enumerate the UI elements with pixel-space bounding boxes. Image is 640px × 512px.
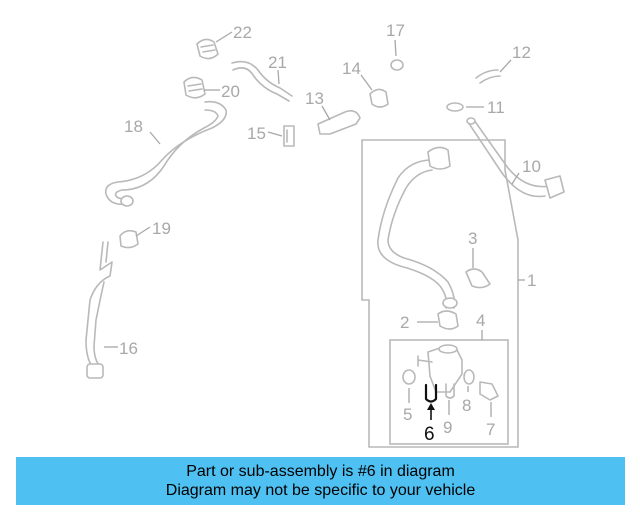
callout-1: 1	[527, 271, 536, 290]
part-11-oring[interactable]	[446, 102, 464, 112]
part-2-clamp[interactable]	[437, 310, 459, 330]
callout-14: 14	[342, 59, 361, 78]
callout-22: 22	[233, 23, 252, 42]
part-21-hose[interactable]	[231, 60, 293, 102]
info-banner: Part or sub-assembly is #6 in diagram Di…	[16, 457, 625, 505]
part-18-hose[interactable]	[104, 100, 228, 207]
part-7-sensor[interactable]	[479, 381, 499, 401]
callout-2: 2	[400, 313, 409, 332]
part-9-clip[interactable]	[445, 383, 455, 399]
part-15-sensor[interactable]	[283, 125, 295, 147]
callout-5: 5	[403, 405, 412, 424]
main-hose[interactable]	[377, 146, 458, 309]
part-17-oring[interactable]	[390, 59, 404, 71]
callout-18: 18	[124, 117, 143, 136]
callout-6: 6	[424, 424, 435, 445]
callout-9: 9	[443, 418, 452, 437]
part-6-clip[interactable]	[424, 383, 438, 403]
callout-13: 13	[305, 89, 324, 108]
parts-diagram: 22 21 20 18 19 16 17 14 13 15 12 11 10 3…	[85, 21, 565, 448]
callout-19: 19	[152, 219, 171, 238]
part-10-pipe[interactable]	[466, 117, 565, 199]
thermostat-housing[interactable]	[417, 344, 463, 393]
part-3-clamp[interactable]	[465, 268, 491, 289]
part-13-hose[interactable]	[317, 110, 361, 135]
part-5-oring[interactable]	[402, 369, 416, 385]
part-8-oring[interactable]	[463, 369, 475, 385]
callout-17: 17	[386, 21, 405, 40]
callout-20: 20	[221, 82, 240, 101]
callout-21: 21	[268, 53, 287, 72]
part-19-clamp[interactable]	[119, 229, 139, 249]
part-14-clamp[interactable]	[369, 88, 389, 108]
callout-12: 12	[512, 43, 531, 62]
part-16-pipe[interactable]	[85, 241, 113, 379]
banner-line-2: Diagram may not be specific to your vehi…	[165, 482, 476, 499]
callout-8: 8	[462, 396, 471, 415]
callout-15: 15	[247, 124, 266, 143]
part-20-clamp[interactable]	[183, 76, 206, 99]
callout-4: 4	[476, 311, 485, 330]
callout-6-leader	[427, 403, 435, 420]
callout-10: 10	[522, 157, 541, 176]
part-12-clip[interactable]	[475, 69, 501, 84]
callout-leaders	[104, 31, 525, 417]
callout-7: 7	[486, 420, 495, 439]
callout-16: 16	[119, 339, 138, 358]
part-22-clamp[interactable]	[196, 38, 219, 60]
callout-11: 11	[487, 98, 505, 117]
callout-3: 3	[468, 229, 477, 248]
banner-line-1: Part or sub-assembly is #6 in diagram	[186, 463, 455, 480]
